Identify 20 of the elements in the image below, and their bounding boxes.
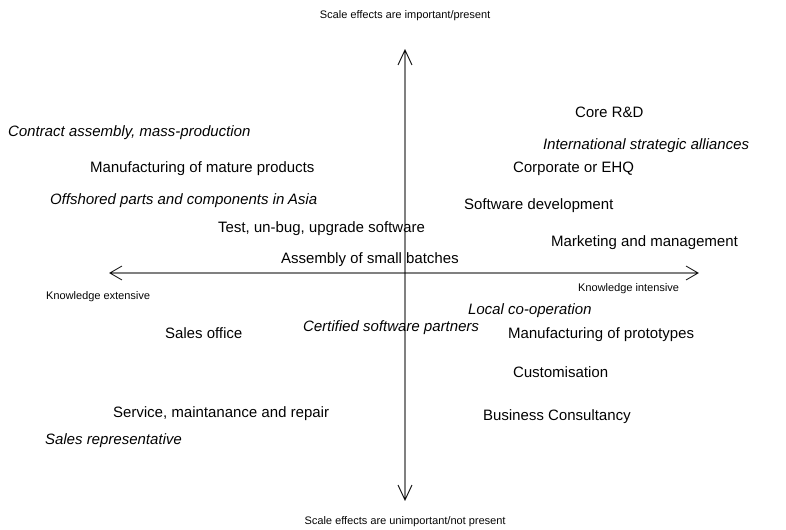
quadrant-label: Business Consultancy bbox=[483, 408, 631, 424]
quadrant-label: Software development bbox=[464, 196, 614, 214]
axis-label: Knowledge extensive bbox=[46, 290, 150, 302]
quadrant-label: Assembly of small batches bbox=[281, 250, 459, 268]
quadrant-label: Core R&D bbox=[575, 104, 644, 122]
quadrant-label: Customisation bbox=[513, 364, 608, 382]
quadrant-label: Local co-operation bbox=[468, 302, 592, 318]
quadrant-label: Manufacturing of prototypes bbox=[508, 326, 694, 342]
axis-label: Knowledge intensive bbox=[578, 282, 679, 294]
quadrant-label: Manufacturing of mature products bbox=[90, 160, 314, 176]
quadrant-label: Sales office bbox=[165, 326, 242, 342]
quadrant-label: Marketing and management bbox=[551, 234, 738, 250]
quadrant-label: Service, maintanance and repair bbox=[113, 404, 329, 422]
quadrant-label: International strategic alliances bbox=[543, 136, 749, 154]
axis-label: Scale effects are unimportant/not present bbox=[304, 514, 506, 528]
quadrant-label: Corporate or EHQ bbox=[513, 160, 634, 176]
quadrant-label: Contract assembly, mass-production bbox=[8, 124, 250, 140]
quadrant-label: Sales representative bbox=[45, 432, 182, 448]
axis-label: Scale effects are important/present bbox=[320, 8, 490, 22]
quadrant-label: Offshored parts and components in Asia bbox=[50, 192, 318, 208]
